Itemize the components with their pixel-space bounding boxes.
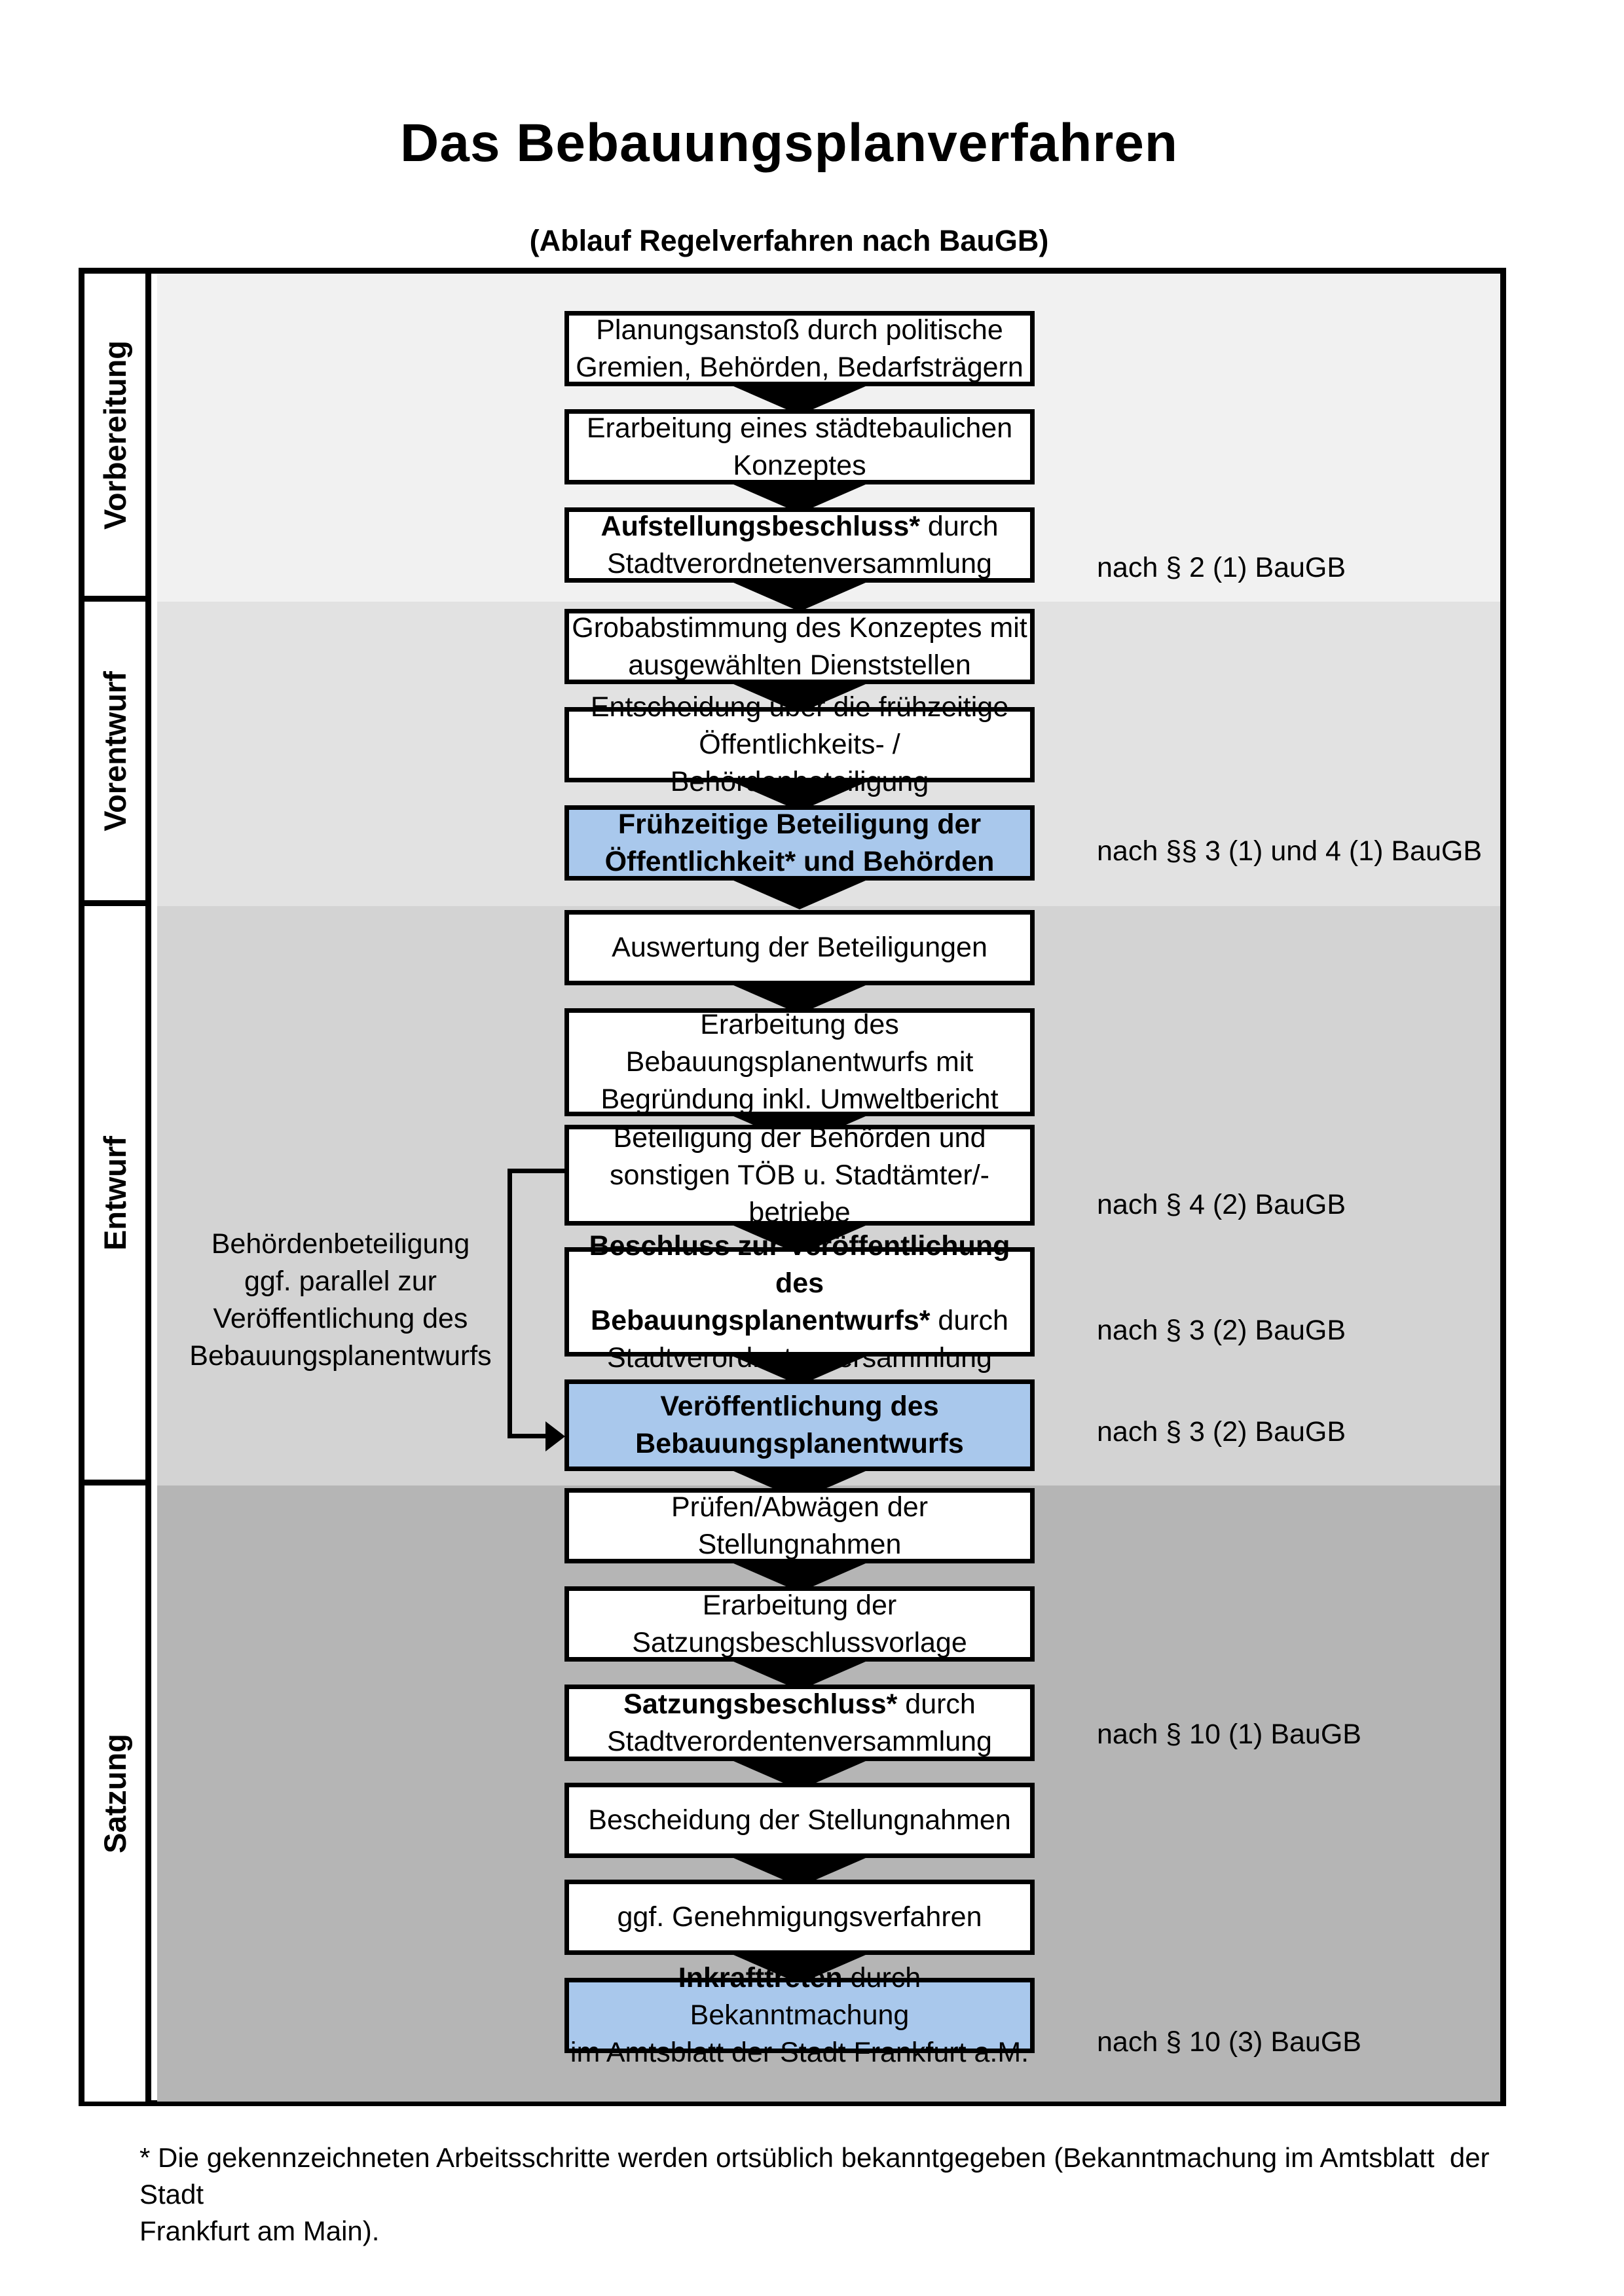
flow-box-text: Prüfen/Abwägen der Stellungnahmen [671, 1491, 929, 1560]
flow-box-grobabstimmung: Grobabstimmung des Konzeptes mit ausgewä… [564, 609, 1035, 684]
side-note-behoerdenbeteiligung: Behördenbeteiligung ggf. parallel zur Ve… [189, 1228, 492, 1372]
phase-cell-vorentwurf: Vorentwurf [84, 602, 151, 906]
flow-box-satzungsbeschluss: Satzungsbeschluss* durch Stadtverordente… [564, 1685, 1035, 1761]
legal-reference: nach § 2 (1) BauGB [1097, 552, 1346, 583]
legal-reference: nach § 10 (1) BauGB [1097, 1719, 1361, 1750]
page-title: Das Bebauungsplanverfahren [400, 113, 1178, 173]
flow-box-genehmigungsverfahren: ggf. Genehmigungsverfahren [564, 1880, 1035, 1955]
loop-connector-bottom [507, 1434, 548, 1438]
flow-box-pruefen-abwaegen: Prüfen/Abwägen der Stellungnahmen [564, 1488, 1035, 1563]
phase-label-vorentwurf: Vorentwurf [98, 670, 133, 831]
loop-connector-vertical [507, 1169, 512, 1438]
phase-cell-entwurf: Entwurf [84, 906, 151, 1485]
flow-box-text: Erarbeitung des Bebauungsplanentwurfs mi… [600, 1009, 999, 1115]
flow-box-inkrafttreten: Inkrafttreten durch Bekanntmachung im Am… [564, 1962, 1035, 2068]
phase-label-vorbereitung: Vorbereitung [98, 340, 133, 530]
flow-box-text: Planungsanstoß durch politische Gremien,… [576, 314, 1024, 383]
flow-box-fruehzeitige-beteiligung: Frühzeitige Beteiligung der Öffentlichke… [564, 805, 1035, 881]
flow-box-veroeffentlichung-entwurf: Veröffentlichung des Bebauungsplanentwur… [564, 1379, 1035, 1471]
flow-box-erarbeitung-bebauungsplanentwurf: Erarbeitung des Bebauungsplanentwurfs mi… [564, 1008, 1035, 1116]
flow-box-satzungsbeschlussvorlage: Erarbeitung der Satzungsbeschlussvorlage [564, 1586, 1035, 1662]
flow-box-bescheidung-stellungnahmen: Bescheidung der Stellungnahmen [564, 1783, 1035, 1858]
flow-box-beschluss-veroeffentlichung: Beschluss zur Veröffentlichung des Bebau… [564, 1230, 1035, 1374]
flow-box-text: Entscheidung über die frühzeitige Öffent… [590, 691, 1009, 797]
legal-reference: nach § 10 (3) BauGB [1097, 2026, 1361, 2058]
flow-box-staedtebauliches-konzept: Erarbeitung eines städtebaulichen Konzep… [564, 409, 1035, 484]
flow-box-entscheidung-fruehzeitige-beteiligung: Entscheidung über die frühzeitige Öffent… [564, 691, 1035, 797]
flow-box-beteiligung-behoerden-toeb: Beteiligung der Behörden und sonstigen T… [564, 1122, 1035, 1228]
phase-cell-vorbereitung: Vorbereitung [84, 274, 151, 602]
legal-reference: nach §§ 3 (1) und 4 (1) BauGB [1097, 835, 1483, 867]
flow-box-text: Erarbeitung eines städtebaulichen Konzep… [586, 412, 1013, 481]
flow-box-text: Beteiligung der Behörden und sonstigen T… [610, 1121, 989, 1228]
flow-box-text: Auswertung der Beteiligungen [612, 932, 987, 963]
flow-box-text: Erarbeitung der Satzungsbeschlussvorlage [632, 1589, 967, 1658]
flow-box-text: ggf. Genehmigungsverfahren [617, 1901, 982, 1933]
footnote: * Die gekennzeichneten Arbeitsschritte w… [139, 2142, 1490, 2246]
phase-label-entwurf: Entwurf [98, 1135, 133, 1250]
flow-box-text: Aufstellungsbeschluss* durch Stadtverord… [600, 510, 999, 579]
flow-box-planungsanstoss: Planungsanstoß durch politische Gremien,… [564, 311, 1035, 386]
legal-reference: nach § 3 (2) BauGB [1097, 1315, 1346, 1346]
phase-label-satzung: Satzung [98, 1734, 132, 1853]
flow-box-text: Grobabstimmung des Konzeptes mit ausgewä… [572, 611, 1027, 681]
flow-box-aufstellungsbeschluss: Aufstellungsbeschluss* durch Stadtverord… [564, 507, 1035, 583]
legal-reference: nach § 4 (2) BauGB [1097, 1189, 1346, 1220]
flow-box-text: Bescheidung der Stellungnahmen [588, 1804, 1011, 1836]
phase-cell-satzung: Satzung [84, 1485, 151, 2102]
flow-box-text: Beschluss zur Veröffentlichung des Bebau… [589, 1230, 1010, 1374]
flow-box-text: Veröffentlichung des Bebauungsplanentwur… [635, 1391, 964, 1459]
flow-arrow-down-icon [728, 580, 872, 611]
legal-reference: nach § 3 (2) BauGB [1097, 1416, 1346, 1448]
flow-box-auswertung-beteiligungen: Auswertung der Beteiligungen [564, 910, 1035, 985]
flow-arrow-down-icon [728, 878, 872, 909]
loop-connector-top [507, 1169, 566, 1173]
loop-arrow-head-icon [545, 1421, 565, 1451]
page-subtitle: (Ablauf Regelverfahren nach BauGB) [529, 224, 1049, 257]
flow-box-text: Inkrafttreten durch Bekanntmachung im Am… [570, 1962, 1029, 2068]
flow-box-text: Frühzeitige Beteiligung der Öffentlichke… [604, 808, 995, 877]
flow-box-text: Satzungsbeschluss* durch Stadtverordente… [607, 1688, 992, 1757]
